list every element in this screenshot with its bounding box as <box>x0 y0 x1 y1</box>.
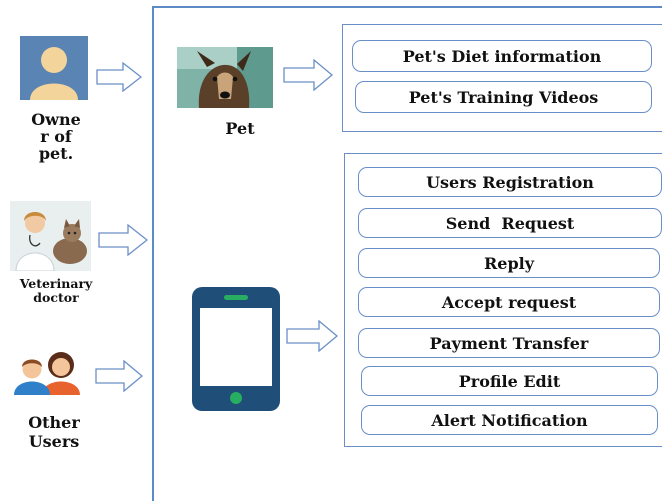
owner-avatar <box>20 36 88 100</box>
others-label: Other Users <box>8 413 100 451</box>
payment-transfer-item[interactable]: Payment Transfer <box>358 328 660 358</box>
top-divider <box>152 6 662 8</box>
vet-label: Veterinary doctor <box>2 277 110 305</box>
accept-request-item[interactable]: Accept request <box>358 287 660 317</box>
vertical-divider <box>152 6 154 501</box>
owner-arrow <box>96 62 142 92</box>
owner-label-line2: r of <box>40 127 72 146</box>
vet-arrow <box>98 224 148 256</box>
vet-label-line1: Veterinary <box>19 276 93 291</box>
training-videos-item[interactable]: Pet's Training Videos <box>355 81 652 113</box>
veterinary-doctor-photo <box>10 201 91 271</box>
owner-label: Owne r of pet. <box>14 111 98 162</box>
user-silhouette-icon <box>20 36 88 100</box>
users-registration-item[interactable]: Users Registration <box>358 167 662 197</box>
diet-information-item[interactable]: Pet's Diet information <box>352 40 652 72</box>
others-arrow <box>95 360 143 392</box>
pet-label: Pet <box>225 119 255 138</box>
others-label-line2: Users <box>28 432 80 451</box>
reply-item[interactable]: Reply <box>358 248 660 278</box>
alert-notification-item[interactable]: Alert Notification <box>361 405 658 435</box>
pet-arrow <box>283 59 333 91</box>
dog-photo <box>177 47 273 108</box>
phone-arrow <box>286 320 338 352</box>
profile-edit-item[interactable]: Profile Edit <box>361 366 658 396</box>
send-request-item[interactable]: Send Request <box>358 208 662 238</box>
owner-label-line3: pet. <box>38 144 74 163</box>
smartphone-icon <box>191 286 281 412</box>
two-users-icon <box>12 347 82 395</box>
owner-label-line1: Owne <box>31 110 81 129</box>
others-label-line1: Other <box>28 413 80 432</box>
vet-label-line2: doctor <box>33 290 79 305</box>
